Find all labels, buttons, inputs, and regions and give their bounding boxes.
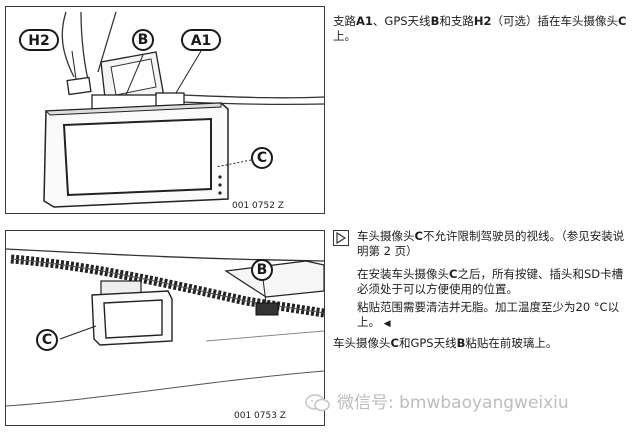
text-segment: 和GPS天线	[398, 336, 457, 350]
camera-connections-illustration	[43, 11, 324, 208]
figure-id: 001 0753 Z	[234, 411, 286, 421]
callout-a1: A1	[181, 29, 221, 51]
ref-c: C	[390, 336, 399, 350]
ref-h2: H2	[473, 14, 492, 28]
note-cleaning-temperature: 粘贴范围需要清洁并无脂。加工温度至少为20 °C以上。 ◀	[357, 300, 633, 332]
text-segment: 之后，所有按键、插头和SD卡槽必须处于可以方便使用的位置。	[357, 267, 624, 296]
callout-b: B	[251, 259, 273, 281]
text-segment: 不允许限制驾驶员的视线。（参见安装说明第 2 页）	[357, 229, 625, 258]
instruction-connect-cables: 支路A1、GPS天线B和支路H2（可选）插在车头摄像头C 上。	[333, 14, 633, 44]
note-access-controls: 在安装车头摄像头C之后，所有按键、插头和SD卡槽必须处于可以方便使用的位置。	[357, 267, 633, 297]
text-segment: 车头摄像头	[357, 229, 415, 243]
text-segment: 、GPS天线	[372, 14, 431, 28]
text-segment: 上。	[333, 29, 356, 43]
figure-id: 001 0752 Z	[232, 201, 284, 211]
note-driver-view: 车头摄像头C不允许限制驾驶员的视线。（参见安装说明第 2 页）	[357, 229, 633, 259]
ref-c: C	[617, 14, 627, 28]
watermark: 微信号: bmwbaoyangweixiu	[305, 390, 635, 416]
callout-b: B	[132, 29, 154, 51]
ref-b: B	[430, 14, 440, 28]
text-segment: （可选）插在车头摄像头	[491, 14, 618, 28]
instruction-attach-to-windshield: 车头摄像头C和GPS天线B粘贴在前玻璃上。	[333, 336, 633, 351]
figure-camera-connections: H2 B A1 C 001 0752 Z	[5, 6, 325, 214]
text-segment: 粘贴在前玻璃上。	[465, 336, 558, 350]
callout-c: C	[36, 329, 58, 351]
ref-c: C	[449, 267, 458, 281]
text-segment: 粘贴范围需要清洁并无脂。加工温度至少为20 °C以上。	[357, 300, 620, 329]
wechat-icon	[305, 394, 330, 412]
ref-b: B	[456, 336, 466, 350]
end-mark-icon: ◀	[383, 319, 391, 329]
text-segment: 车头摄像头	[333, 336, 391, 350]
callout-h2: H2	[19, 29, 59, 51]
text-segment: 和支路	[439, 14, 474, 28]
text-segment: 支路	[333, 14, 356, 28]
ref-a1: A1	[356, 14, 373, 28]
warning-triangle-icon	[333, 230, 349, 246]
windshield-mounting-illustration	[6, 248, 324, 407]
watermark-text: 微信号: bmwbaoyangweixiu	[337, 393, 569, 413]
figure-windshield-mounting: C B 001 0753 Z	[5, 230, 325, 426]
ref-c: C	[414, 229, 423, 243]
text-segment: 在安装车头摄像头	[357, 267, 449, 281]
callout-c: C	[251, 147, 273, 169]
